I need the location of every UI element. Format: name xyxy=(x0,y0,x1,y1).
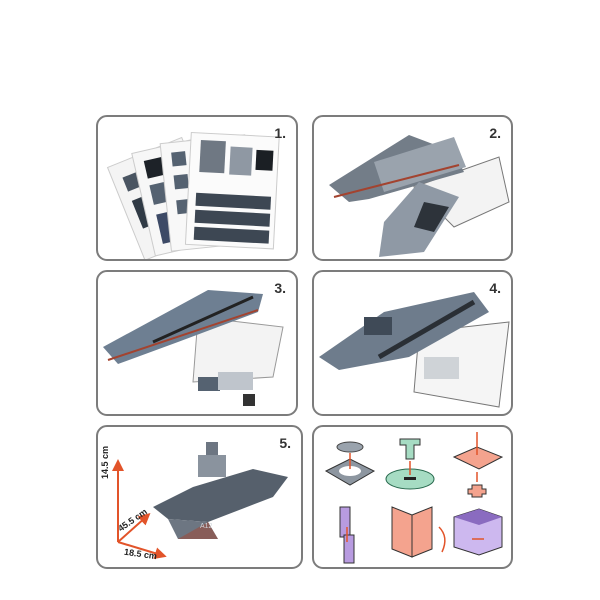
step-number: 1. xyxy=(274,125,286,141)
step-3-panel: 3. xyxy=(96,270,298,416)
step-number: 4. xyxy=(489,280,501,296)
assembly-diagrams xyxy=(324,432,504,564)
hull-assembly-illustration xyxy=(329,135,510,257)
step-4-panel: 4. xyxy=(312,270,513,416)
completed-carrier-illustration xyxy=(112,442,288,560)
assembly-instructions-panel xyxy=(312,425,513,569)
deck-with-aircraft-illustration xyxy=(319,292,510,408)
step-5-panel: 5. 14.5 cm 45.5 cm 18.5 cm A12 xyxy=(96,425,303,569)
step-number: 5. xyxy=(279,435,291,451)
hull-code: A12 xyxy=(200,523,213,530)
deck-with-parts-illustration xyxy=(103,290,284,406)
printed-sheets-illustration xyxy=(106,131,280,259)
dimension-height: 14.5 cm xyxy=(100,445,110,479)
step-1-panel: 1. xyxy=(96,115,298,261)
step-number: 2. xyxy=(489,125,501,141)
step-number: 3. xyxy=(274,280,286,296)
step-2-panel: 2. xyxy=(312,115,513,261)
